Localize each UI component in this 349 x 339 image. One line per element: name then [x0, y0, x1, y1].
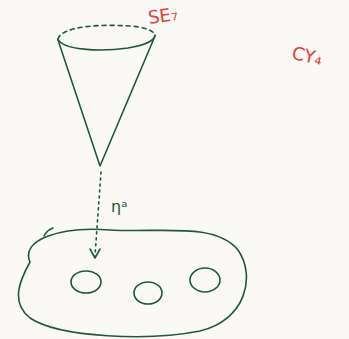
cone-rim-back: [58, 25, 155, 39]
dotted-leader: [95, 172, 101, 256]
cone-rim-front: [58, 35, 155, 50]
map-label: ηᵃ: [111, 198, 127, 216]
surface-tick: [44, 228, 53, 236]
surface-outline: [18, 229, 246, 336]
surface-hole: [190, 268, 220, 292]
surface-hole: [71, 271, 101, 293]
cone-label: SE₇: [147, 4, 179, 28]
surface-hole: [134, 282, 162, 304]
arrow-head: [90, 249, 100, 258]
manifold-label: CY₄: [290, 43, 324, 69]
cone-side: [58, 36, 155, 166]
